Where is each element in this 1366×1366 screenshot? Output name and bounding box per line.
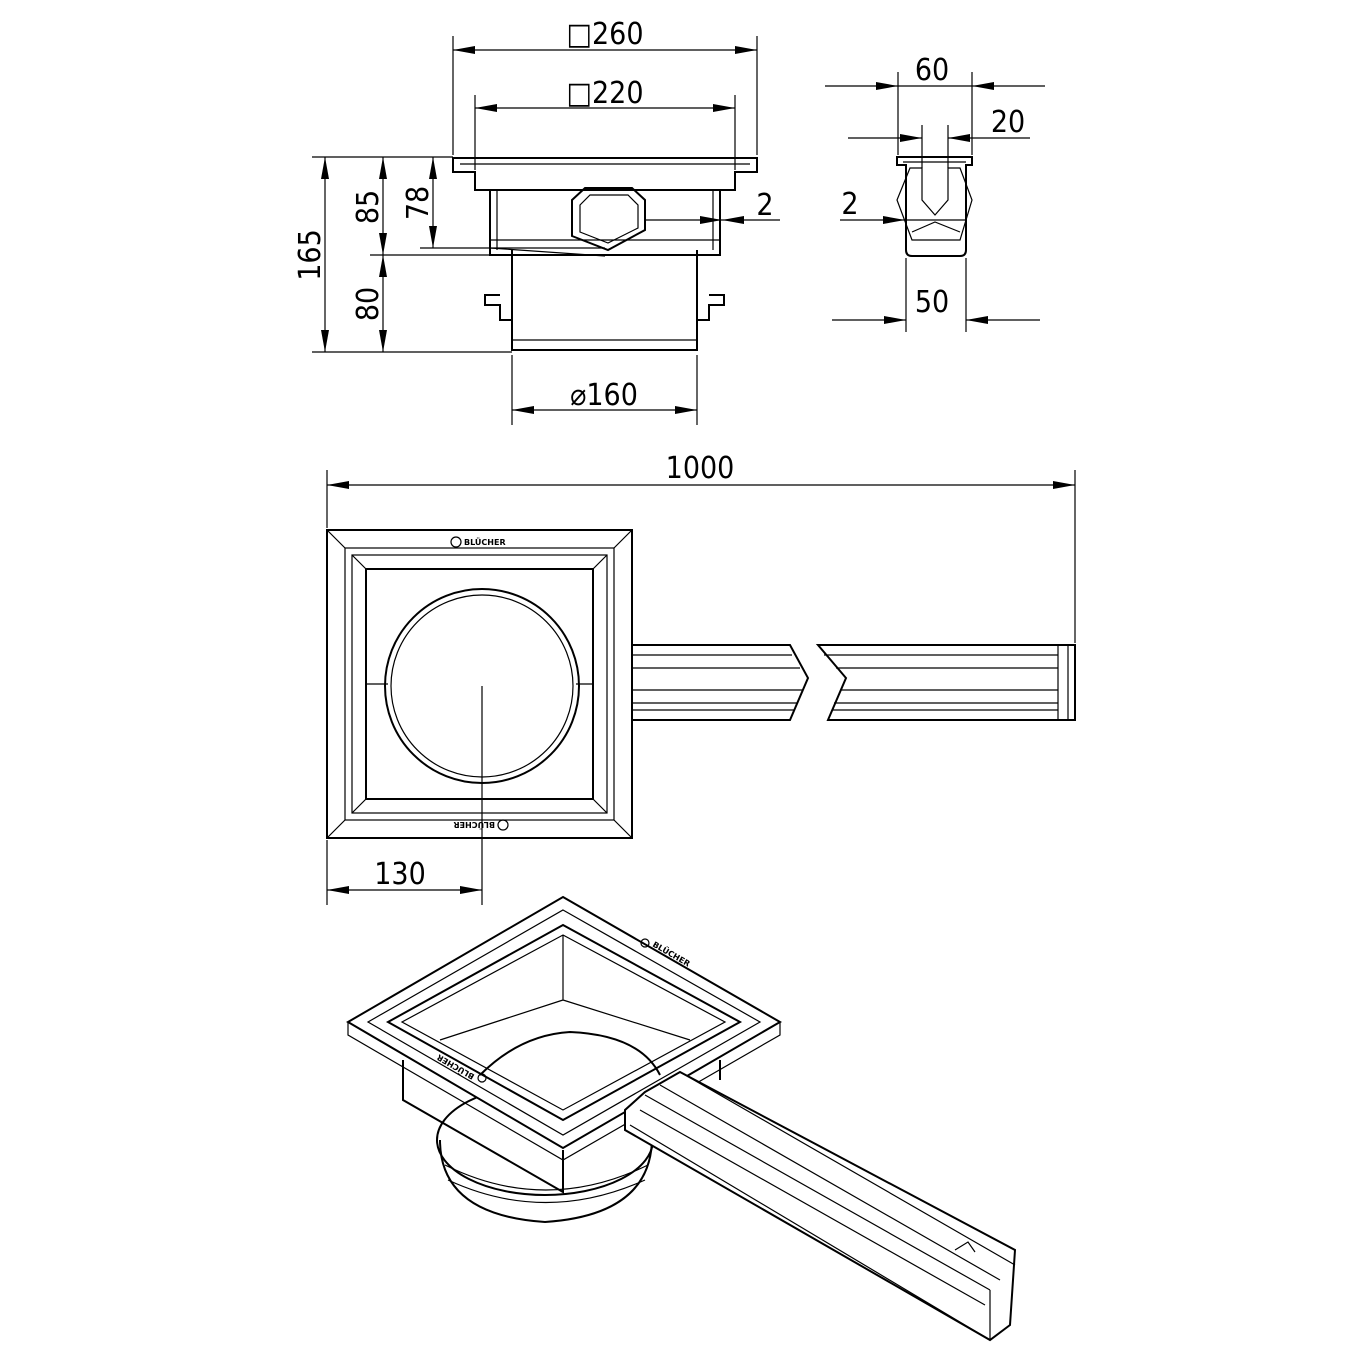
dim-pipe-diameter: ⌀160 [570, 378, 638, 413]
isometric-view: BLÜCHER BLÜCHER [346, 895, 1017, 1342]
dim-slope-side: 2 [756, 188, 773, 223]
dim-width-top: 60 [915, 53, 949, 88]
dim-slot: 20 [991, 105, 1025, 140]
dim-total-length: 1000 [666, 451, 735, 486]
dim-lower-height: 80 [351, 287, 386, 321]
dim-slope-channel: 2 [841, 187, 858, 222]
channel-section: 60 20 2 50 [825, 53, 1045, 332]
dim-upper-height: 85 [351, 190, 386, 224]
brand-logo-bottom: BLÜCHER [453, 820, 495, 830]
dim-inlet-height: 78 [401, 186, 436, 220]
dim-width-bottom: 50 [915, 285, 949, 320]
dim-outer-square: □260 [566, 17, 643, 52]
plan-view: BLÜCHER BLÜCHER 1000 130 [326, 451, 1076, 905]
dim-inner-square: □220 [566, 76, 643, 111]
brand-logo-top: BLÜCHER [464, 537, 506, 547]
dim-total-height: 165 [293, 229, 328, 281]
dim-center-offset: 130 [374, 857, 426, 892]
side-view: □260 □220 165 85 80 78 2 ⌀160 [293, 17, 780, 425]
